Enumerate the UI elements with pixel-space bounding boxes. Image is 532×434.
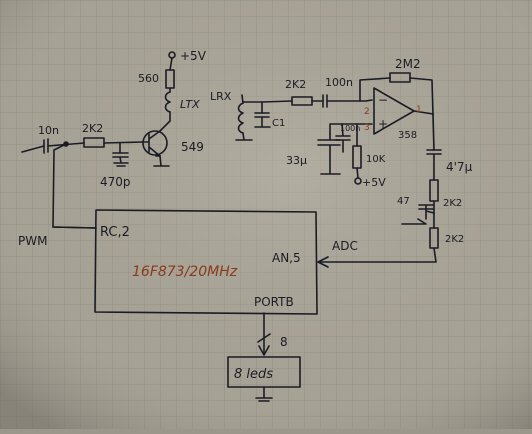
- supply-wire-top: [169, 57, 173, 71]
- transistor-symbol: [142, 130, 168, 156]
- label-mcu-part: 16F873/20MHz: [132, 264, 238, 280]
- label-cap-electrolytic: 33μ: [286, 154, 307, 167]
- leds-ground: [255, 386, 273, 402]
- coil-ltx: [164, 91, 171, 113]
- electrolytic-capacitor: [317, 133, 341, 175]
- label-pwm: PWM: [18, 234, 47, 248]
- label-pin-rc2: RC,2: [100, 225, 130, 240]
- label-cap-div: 47: [397, 196, 410, 207]
- label-leds: 8 leds: [234, 367, 273, 382]
- transistor-leads: [142, 130, 161, 157]
- label-opamp-minus: −: [378, 93, 388, 107]
- label-adc: ADC: [332, 239, 358, 253]
- opamp-output-wire: [413, 110, 434, 115]
- label-port: PORTB: [254, 295, 294, 309]
- label-res-bias: 10K: [366, 154, 386, 165]
- label-res-feedback: 2M2: [395, 57, 421, 71]
- feedback-wire-right: [409, 77, 434, 116]
- label-res-base: 2K2: [82, 122, 103, 135]
- label-bus-width: 8: [280, 335, 288, 349]
- label-res-collector: 560: [138, 72, 159, 85]
- opamp-symbol: [373, 87, 415, 135]
- label-pin1: 1: [416, 105, 422, 115]
- label-supply-top: +5V: [180, 49, 207, 63]
- divider-capacitor: [418, 204, 435, 220]
- bias-capacitor: [335, 123, 351, 153]
- label-opamp-part: 358: [398, 130, 417, 141]
- output-wire: [432, 113, 435, 151]
- ground-symbol: [113, 156, 129, 167]
- feedback-wire-left: [359, 77, 391, 102]
- label-pin2: 2: [364, 107, 370, 117]
- divider-ground: [401, 218, 427, 225]
- output-capacitor: [426, 149, 442, 181]
- label-res-div-bottom: 2K2: [445, 234, 464, 245]
- inverting-input-wire: [326, 99, 373, 102]
- label-cap-output: 4'7μ: [446, 160, 473, 174]
- label-coil-lrx: LRX: [210, 90, 232, 103]
- label-cap-c1: C1: [272, 118, 285, 129]
- label-transistor: 549: [181, 140, 204, 154]
- supply-terminal-bias: [354, 177, 362, 185]
- label-res-div-top: 2K2: [443, 198, 462, 209]
- label-pin3: 3: [364, 123, 370, 133]
- microcontroller-box: [94, 209, 318, 315]
- label-supply-bias: +5V: [362, 176, 386, 189]
- coil-lrx: [237, 102, 244, 134]
- label-cap-bias: 100n: [340, 124, 360, 133]
- supply-terminal-top: [168, 51, 176, 59]
- bias-wire: [329, 123, 358, 135]
- collector-wire: [159, 111, 171, 132]
- adc-arrow: [317, 256, 329, 268]
- label-coil-ltx: LTX: [180, 98, 200, 111]
- base-wire: [103, 141, 144, 144]
- lrx-ground: [235, 132, 253, 141]
- adc-wire: [319, 247, 437, 263]
- label-cap-base: 470p: [100, 175, 131, 189]
- emitter-ground: [153, 155, 170, 167]
- portb-arrow: [258, 345, 270, 356]
- label-res-opamp-in: 2K2: [285, 78, 306, 91]
- label-pin-an: AN,5: [272, 251, 301, 265]
- bus-slash: [257, 333, 271, 343]
- pwm-pin-wire: [52, 226, 97, 229]
- bias-supply-wire: [356, 167, 359, 179]
- input-wire: [21, 145, 45, 153]
- label-cap-opamp-in: 100n: [325, 76, 353, 89]
- c1-ground: [254, 116, 271, 128]
- label-cap-input: 10n: [38, 124, 59, 137]
- label-opamp-plus: +: [378, 117, 388, 131]
